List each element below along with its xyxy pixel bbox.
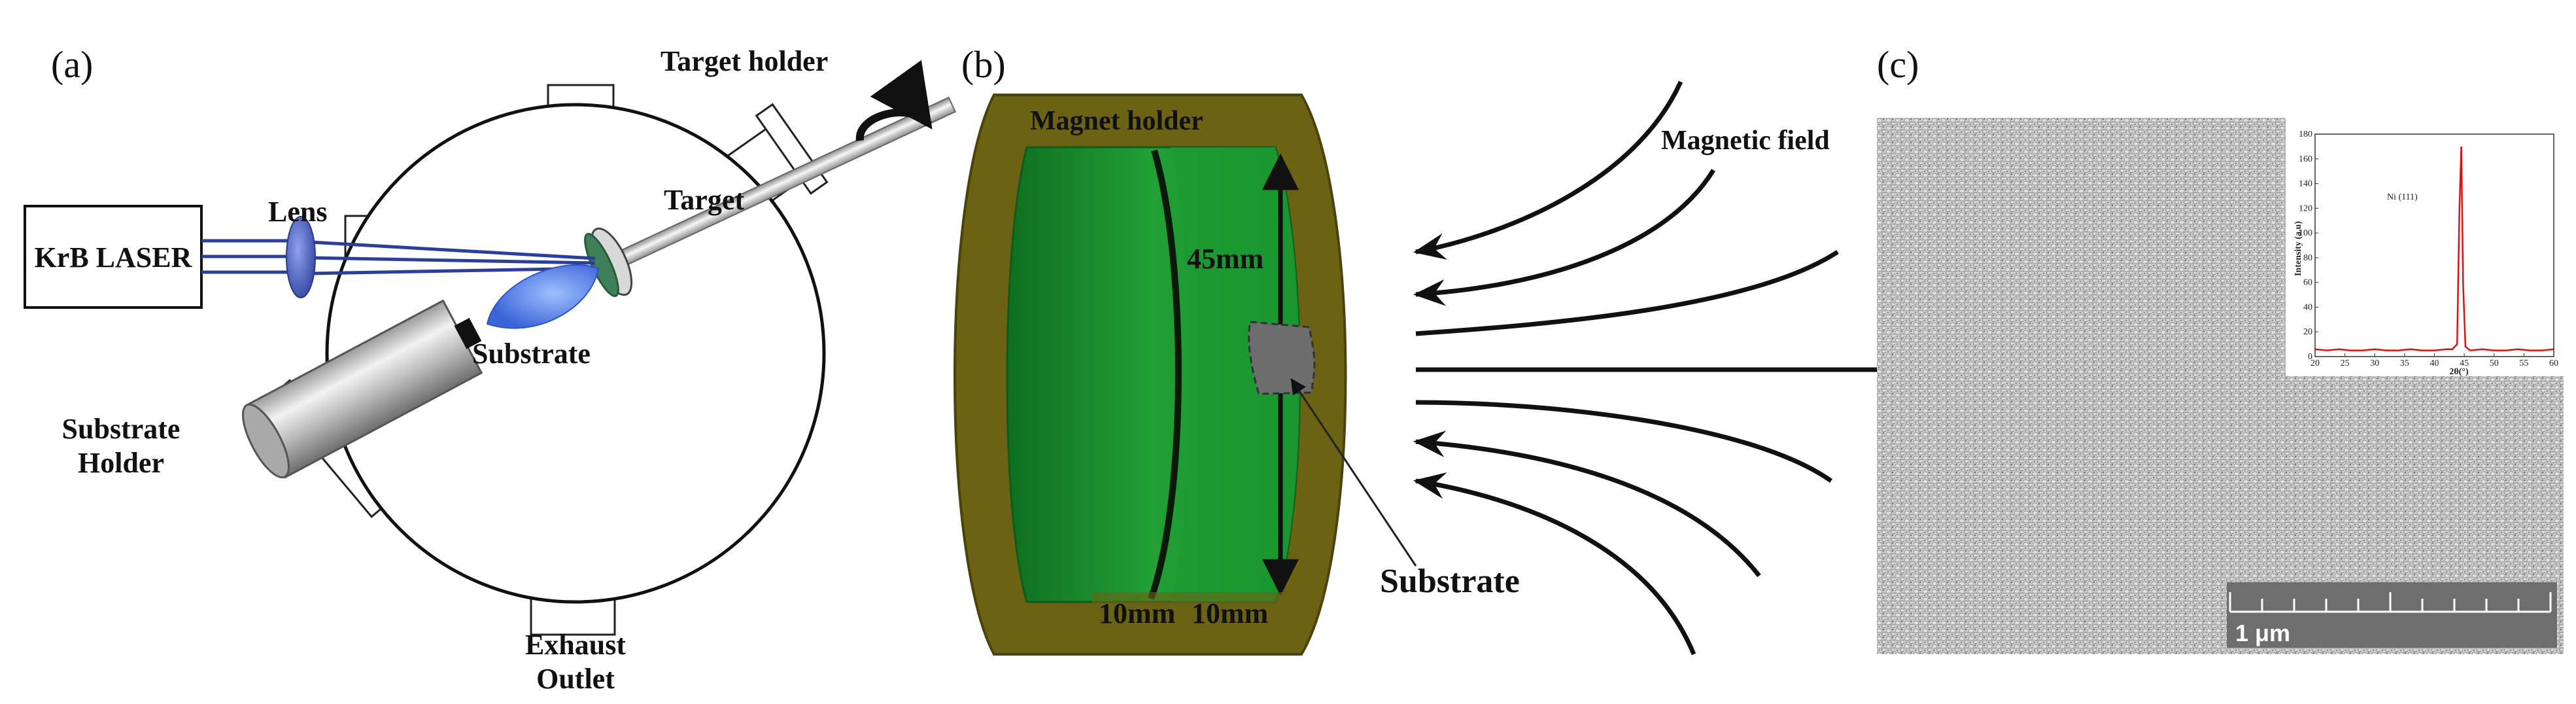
laser-label: KrB LASER [35, 241, 193, 273]
xrd-series-line [2314, 146, 2554, 351]
substrate-holder-label-2: Holder [78, 447, 164, 479]
magnetic-field-lines [1413, 80, 1883, 656]
xrd-ytick-label: 180 [2299, 130, 2312, 139]
substrate-label: Substrate [472, 338, 591, 370]
panel-b: (b) Magnet holder 45mm Substrate 10mm 10… [953, 43, 1883, 656]
target-label: Target [664, 184, 744, 216]
xrd-xtick-label: 60 [2549, 359, 2558, 368]
laser-box [24, 205, 203, 309]
panel-c-label: (c) [1877, 43, 1919, 86]
xrd-ytick-label: 100 [2299, 228, 2312, 238]
xrd-xtick-label: 20 [2310, 359, 2320, 368]
substrate-pointer [1290, 378, 1417, 567]
substrate-chip [454, 317, 482, 349]
xrd-ytick-label: 20 [2303, 327, 2312, 337]
scale-bar-ticks [2229, 592, 2552, 613]
xrd-peak-label: Ni (111) [2387, 192, 2418, 202]
xrd-xtick-label: 25 [2341, 359, 2350, 368]
xrd-ytick-label: 60 [2303, 278, 2312, 288]
xrd-ytick-label: 80 [2303, 253, 2312, 263]
panel-a: (a) KrB LASER [24, 43, 957, 695]
xrd-xtick-label: 35 [2400, 359, 2409, 368]
xrd-inset-bg [2286, 118, 2564, 376]
rotation-arrow-icon [855, 60, 933, 141]
xrd-ytick-label: 140 [2299, 179, 2312, 189]
xrd-ytick-label: 0 [2308, 352, 2312, 362]
xrd-ytick-label: 160 [2299, 154, 2312, 164]
panel-b-label: (b) [961, 43, 1006, 86]
exhaust-label-1: Exhaust [525, 629, 626, 661]
laser-beams [201, 239, 596, 275]
lens-label: Lens [268, 196, 327, 228]
substrate-holder [241, 299, 483, 479]
target-holder-label: Target holder [661, 45, 828, 77]
xrd-xtick-label: 40 [2430, 359, 2439, 368]
substrate-square [1248, 321, 1316, 395]
dim-strip [1092, 592, 1301, 631]
scale-bar-label: 1 μm [2235, 620, 2290, 646]
b-substrate-label: Substrate [1380, 563, 1520, 600]
xrd-xtick-label: 50 [2490, 359, 2499, 368]
scale-bar-box [2227, 582, 2557, 648]
xrd-ytick-label: 120 [2299, 203, 2312, 213]
width-label-left: 10mm [1099, 597, 1175, 629]
magnet-divider [1148, 149, 1182, 600]
xrd-xtick-label: 30 [2370, 359, 2379, 368]
plasma-plume [486, 264, 600, 329]
xrd-ytick-label: 40 [2303, 302, 2312, 312]
xrd-ylabel: Intensity (a.u) [2293, 221, 2303, 276]
xrd-xlabel: 2θ(°) [2449, 367, 2469, 377]
height-label: 45mm [1187, 243, 1263, 275]
width-label-right: 10mm [1192, 597, 1268, 629]
panel-a-label: (a) [51, 43, 93, 86]
xrd-xtick-label: 45 [2460, 359, 2469, 368]
lens-icon [286, 216, 316, 298]
substrate-holder-label-1: Substrate [62, 413, 180, 445]
magnetic-field-label: Magnetic field [1661, 126, 1830, 156]
xrd-xtick-label: 55 [2519, 359, 2528, 368]
exhaust-label-2: Outlet [536, 663, 615, 695]
magnet-holder-label: Magnet holder [1030, 106, 1203, 136]
